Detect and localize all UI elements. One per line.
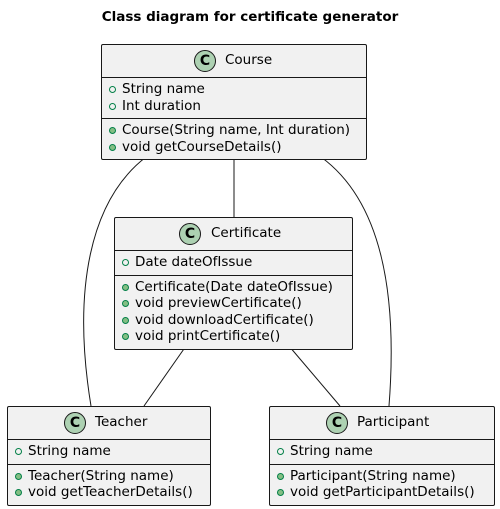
- public-method-icon: [109, 143, 116, 151]
- class-name: Participant: [357, 414, 430, 430]
- field-row: String name: [102, 81, 366, 98]
- link-certificate-participant: [288, 345, 341, 407]
- field-row: Date dateOfIssue: [115, 254, 352, 271]
- class-name: Teacher: [95, 414, 148, 430]
- link-course-participant: [320, 156, 392, 407]
- diagram-title: Class diagram for certificate generator: [101, 9, 399, 25]
- public-method-icon: [277, 489, 284, 496]
- public-method-icon: [109, 127, 116, 134]
- public-method-icon: [122, 283, 129, 291]
- class-name: Certificate: [211, 225, 282, 241]
- class-header: C Teacher: [8, 407, 210, 439]
- public-method-icon: [122, 333, 129, 340]
- class-c-icon: C: [326, 412, 348, 434]
- method-row: void previewCertificate(): [115, 295, 352, 312]
- link-course-teacher: [83, 156, 147, 407]
- class-header: C Certificate: [115, 218, 352, 250]
- public-method-icon: [15, 489, 22, 496]
- methods-section: Participant(String name) void getPartici…: [270, 463, 494, 505]
- class-participant[interactable]: C Participant String name Participant(St…: [269, 406, 495, 506]
- method-row: void printCertificate(): [115, 328, 352, 345]
- class-c-icon: C: [179, 223, 201, 245]
- methods-section: Teacher(String name) void getTeacherDeta…: [8, 463, 210, 505]
- method-row: Teacher(String name): [8, 468, 210, 485]
- public-field-icon: [15, 448, 22, 455]
- fields-section: Date dateOfIssue: [115, 250, 352, 275]
- method-row: Certificate(Date dateOfIssue): [115, 279, 352, 296]
- field-row: String name: [8, 443, 210, 460]
- method-row: void getTeacherDetails(): [8, 484, 210, 501]
- public-field-icon: [277, 448, 284, 455]
- link-certificate-teacher: [143, 345, 187, 407]
- public-method-icon: [122, 300, 129, 307]
- class-c-icon: C: [194, 50, 216, 72]
- method-row: Course(String name, Int duration): [102, 122, 366, 139]
- class-header: C Participant: [270, 407, 494, 439]
- class-header: C Course: [102, 45, 366, 77]
- methods-section: Certificate(Date dateOfIssue) void previ…: [115, 274, 352, 349]
- method-row: Participant(String name): [270, 468, 494, 485]
- fields-section: String name: [270, 439, 494, 464]
- method-row: void getParticipantDetails(): [270, 484, 494, 501]
- field-row: String name: [270, 443, 494, 460]
- class-course[interactable]: C Course String name Int duration Course…: [101, 44, 367, 160]
- class-teacher[interactable]: C Teacher String name Teacher(String nam…: [7, 406, 211, 506]
- public-method-icon: [122, 316, 129, 324]
- public-field-icon: [122, 259, 129, 266]
- public-method-icon: [15, 472, 22, 480]
- methods-section: Course(String name, Int duration) void g…: [102, 118, 366, 159]
- field-row: Int duration: [102, 98, 366, 115]
- class-name: Course: [225, 52, 273, 68]
- class-c-icon: C: [64, 412, 86, 434]
- public-field-icon: [109, 102, 116, 110]
- method-row: void getCourseDetails(): [102, 139, 366, 156]
- public-method-icon: [277, 472, 284, 480]
- fields-section: String name: [8, 439, 210, 464]
- class-certificate[interactable]: C Certificate Date dateOfIssue Certifica…: [114, 217, 353, 350]
- fields-section: String name Int duration: [102, 77, 366, 118]
- public-field-icon: [109, 86, 116, 93]
- method-row: void downloadCertificate(): [115, 312, 352, 329]
